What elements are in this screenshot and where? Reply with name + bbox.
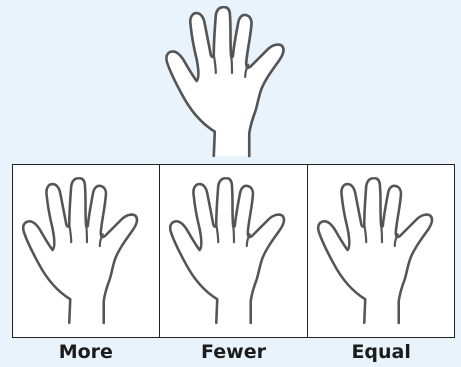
choice-labels: More Fewer Equal: [12, 339, 455, 365]
choice-grid: [12, 164, 455, 338]
hand-icon: [22, 176, 150, 326]
choice-more[interactable]: [13, 165, 159, 337]
label-fewer: Fewer: [160, 339, 308, 365]
choice-equal[interactable]: [307, 165, 454, 337]
label-more: More: [12, 339, 160, 365]
reference-hand-icon: [165, 6, 297, 158]
hand-icon: [169, 176, 297, 326]
label-equal: Equal: [307, 339, 455, 365]
hand-icon: [317, 176, 445, 326]
choice-fewer[interactable]: [159, 165, 306, 337]
